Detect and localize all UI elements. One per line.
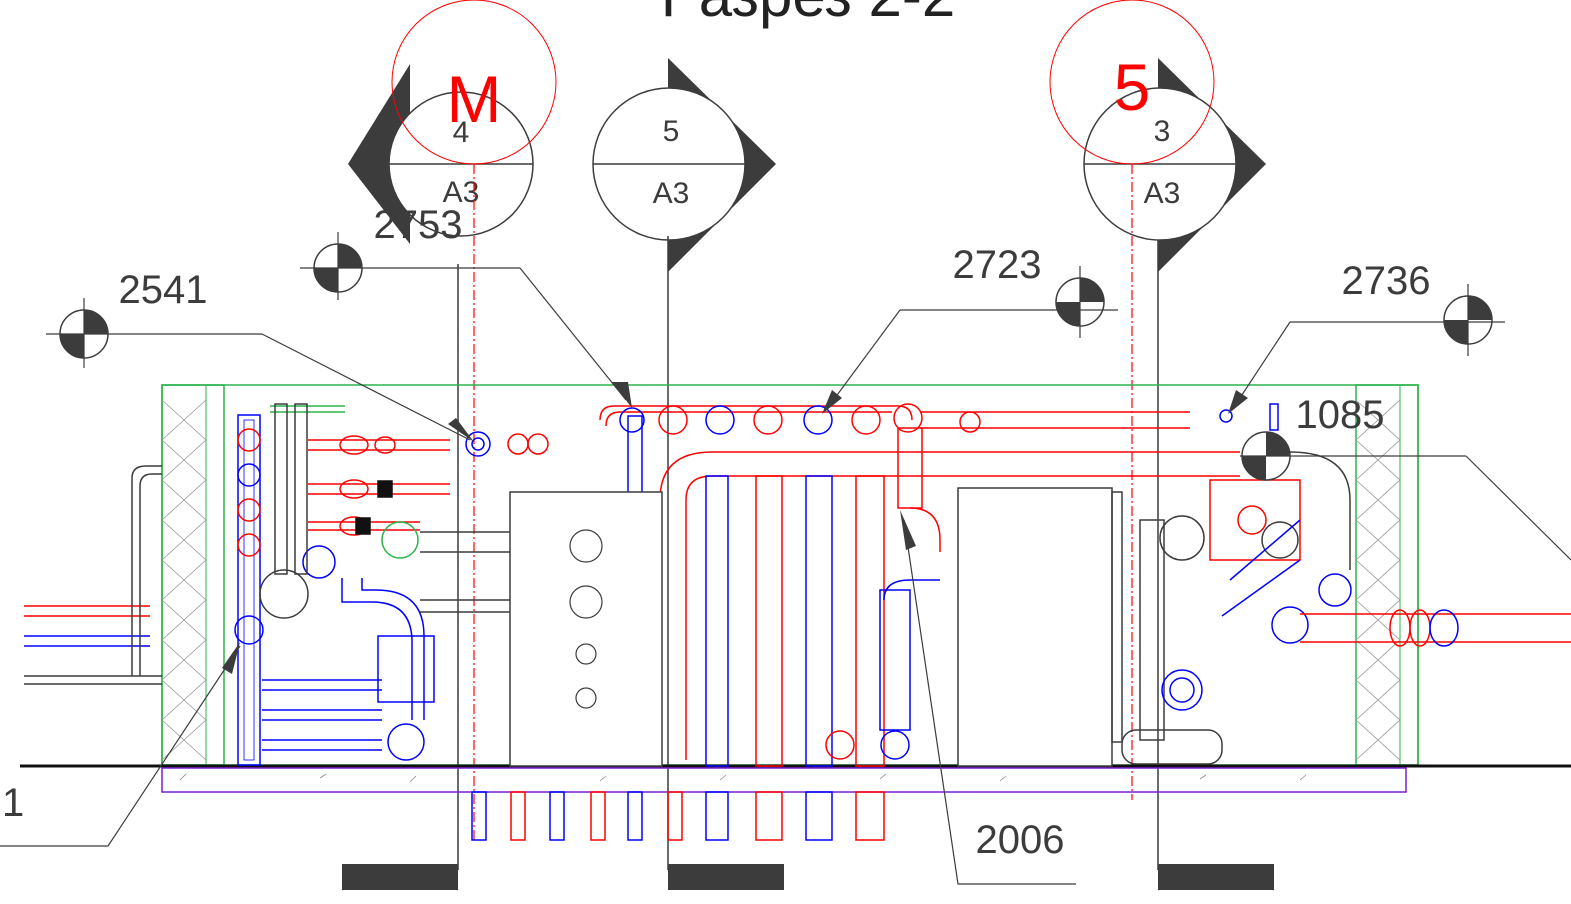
riser-stubs [471, 791, 885, 841]
svg-text:M: M [447, 62, 502, 136]
svg-text:5: 5 [1114, 50, 1151, 124]
building-structure [20, 384, 1571, 793]
vertical-risers [627, 415, 941, 767]
section-number: 5 [663, 115, 680, 148]
section-sheet: A3 [443, 176, 480, 209]
level-mark-2541: 2541 [46, 268, 474, 442]
section-number: 4 [453, 116, 470, 149]
section-bubble-4: 4 A3 [348, 64, 534, 244]
level-mark-1085: 1085 [1240, 393, 1571, 561]
level-value: 2753 [374, 203, 463, 247]
section-sheet: A3 [653, 177, 690, 210]
section-bubble-3: 3 A3 [1083, 58, 1266, 272]
leader-value: 2006 [976, 818, 1065, 862]
section-bubble-5: 5 A3 [592, 58, 776, 272]
section-cut-bars [342, 864, 1274, 890]
equipment-tank-right [957, 487, 1113, 767]
grid-marker-m: M [391, 0, 557, 840]
level-mark-2736: 2736 [1228, 259, 1505, 414]
section-number: 3 [1154, 115, 1171, 148]
left-manifold [234, 414, 435, 766]
level-mark-2753: 2753 [300, 203, 632, 408]
level-value: 1085 [1296, 393, 1385, 437]
drawing-title: Разрез 2-2 [661, 0, 956, 29]
valve-runs-left [270, 403, 510, 613]
incoming-pipes [24, 465, 162, 685]
leader-label-2006: 2006 [900, 510, 1076, 885]
section-sheet: A3 [1144, 177, 1181, 210]
leader-label-1: 1 [0, 642, 241, 847]
grid-marker-5: 5 [1049, 0, 1215, 800]
equipment-tank-left [509, 491, 663, 767]
leader-value: 1 [2, 781, 24, 825]
level-value: 2541 [119, 268, 208, 312]
level-value: 2723 [953, 243, 1042, 287]
right-equipment-group [1111, 451, 1571, 765]
level-value: 2736 [1342, 259, 1431, 303]
level-mark-2723: 2723 [822, 243, 1118, 414]
